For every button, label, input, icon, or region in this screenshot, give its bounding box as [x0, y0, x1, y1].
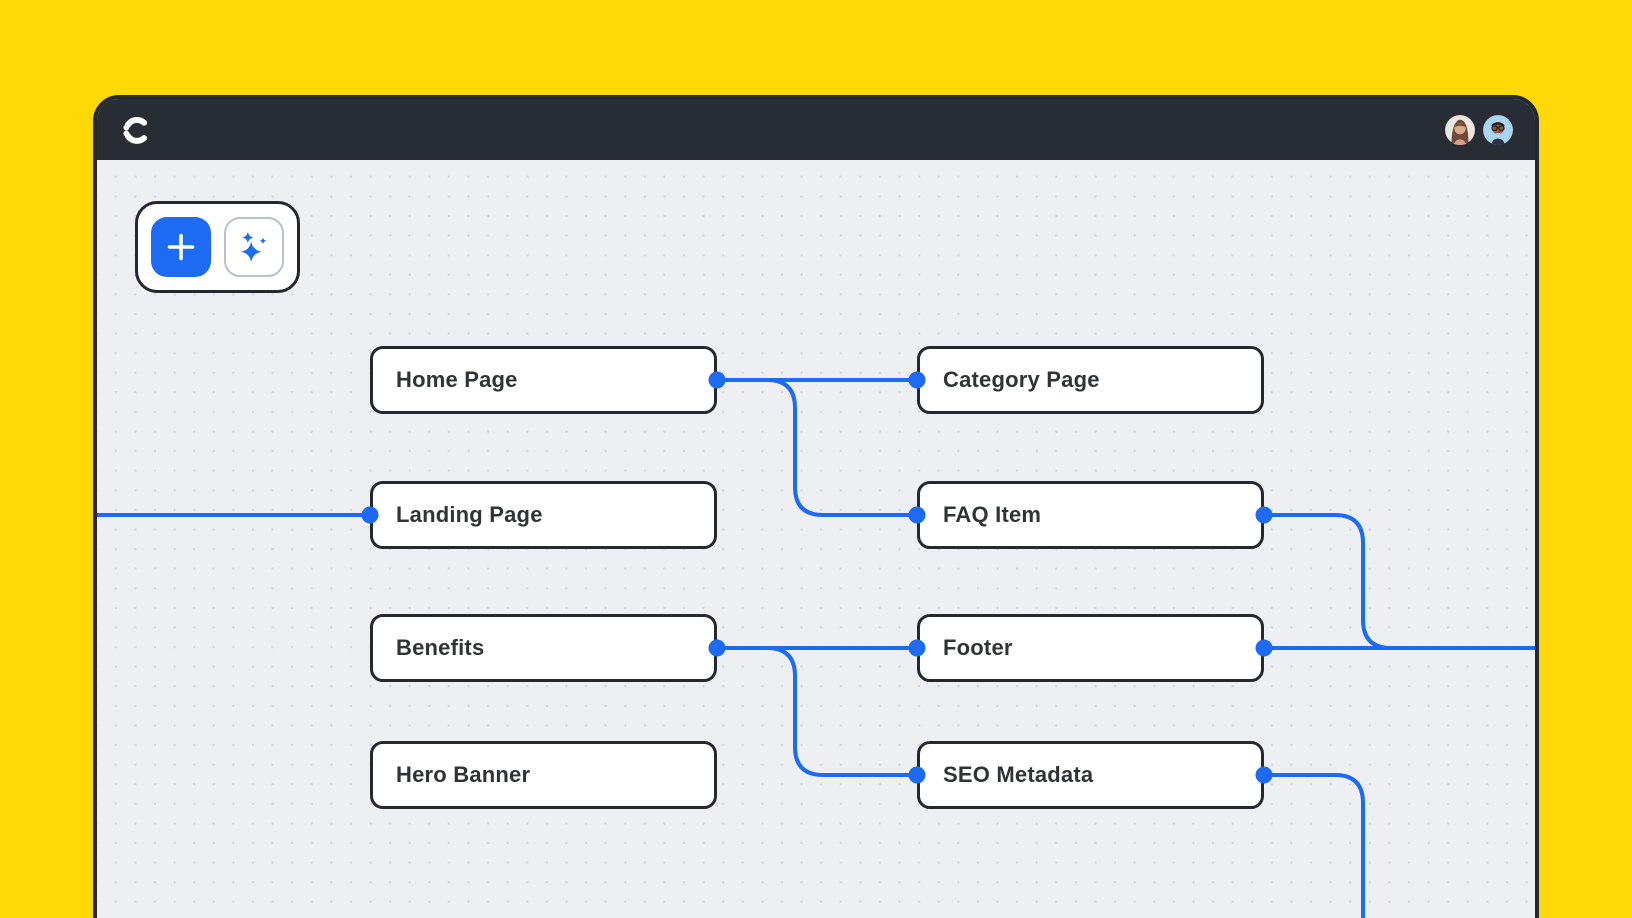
port-seo-metadata-in[interactable]	[908, 766, 926, 784]
diagram-canvas[interactable]: Home Page Landing Page Benefits Hero Ban…	[97, 160, 1535, 918]
node-label: SEO Metadata	[943, 762, 1094, 787]
node-category-page[interactable]: Category Page	[917, 346, 1264, 414]
collaborator-avatars	[1445, 114, 1513, 145]
edge-faq-offcanvas	[1262, 513, 1535, 650]
node-label: Hero Banner	[396, 762, 531, 787]
edge-home-faq	[715, 378, 919, 517]
canvas-toolbar	[135, 201, 300, 293]
edge-seo-offcanvas	[1262, 773, 1365, 918]
node-label: Landing Page	[396, 502, 543, 527]
port-footer-in[interactable]	[908, 639, 926, 657]
port-category-page-in[interactable]	[908, 371, 926, 389]
app-header	[97, 99, 1535, 160]
ai-generate-button[interactable]	[224, 217, 284, 277]
edge-layer	[97, 378, 1535, 918]
node-seo-metadata[interactable]: SEO Metadata	[917, 741, 1264, 809]
node-label: Benefits	[396, 635, 485, 660]
node-label: FAQ Item	[943, 502, 1042, 527]
sparkles-icon	[240, 231, 267, 263]
edge-benefits-seo	[715, 646, 919, 777]
node-benefits[interactable]: Benefits	[370, 614, 717, 682]
node-landing-page[interactable]: Landing Page	[370, 481, 717, 549]
node-footer[interactable]: Footer	[917, 614, 1264, 682]
port-home-page-out[interactable]	[708, 371, 726, 389]
contentful-logo-icon	[123, 116, 148, 144]
port-footer-out[interactable]	[1255, 639, 1273, 657]
node-label: Category Page	[943, 367, 1100, 392]
node-home-page[interactable]: Home Page	[370, 346, 717, 414]
port-faq-item-out[interactable]	[1255, 506, 1273, 524]
port-benefits-out[interactable]	[708, 639, 726, 657]
port-landing-page-in[interactable]	[361, 506, 379, 524]
node-label: Home Page	[396, 367, 518, 392]
node-hero-banner[interactable]: Hero Banner	[370, 741, 717, 809]
port-layer	[361, 371, 1273, 784]
app-window: Home Page Landing Page Benefits Hero Ban…	[93, 95, 1539, 918]
add-node-button[interactable]	[151, 217, 211, 277]
port-faq-item-in[interactable]	[908, 506, 926, 524]
node-faq-item[interactable]: FAQ Item	[917, 481, 1264, 549]
port-seo-metadata-out[interactable]	[1255, 766, 1273, 784]
plus-icon	[167, 233, 195, 261]
avatar-woman[interactable]	[1445, 114, 1475, 145]
avatar-man-glasses[interactable]	[1483, 114, 1513, 145]
node-label: Footer	[943, 635, 1013, 660]
